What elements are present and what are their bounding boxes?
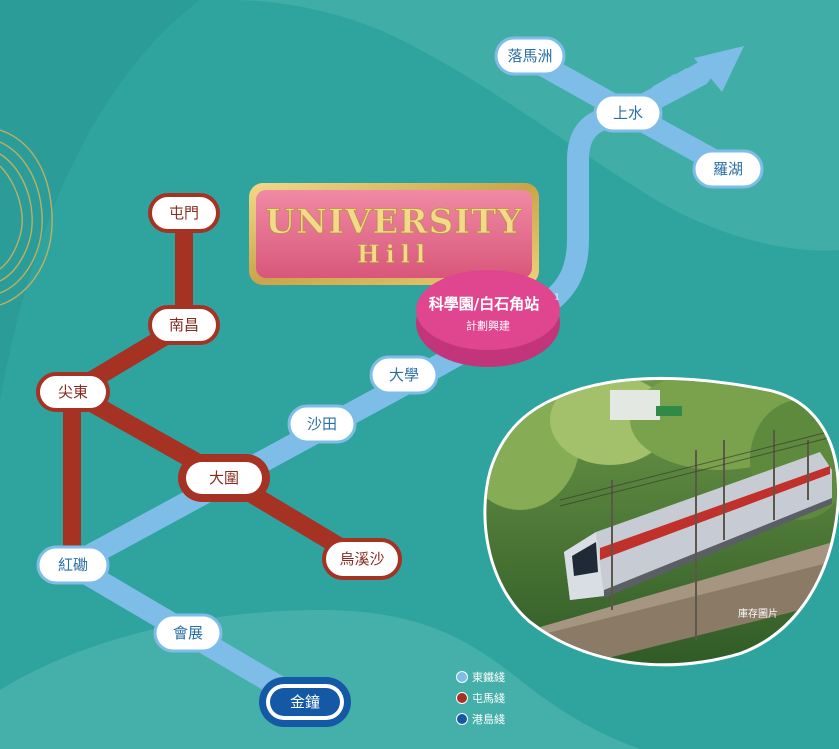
station-admiralty[interactable]: 金鐘 [259, 677, 351, 727]
station-label: 屯門 [169, 204, 199, 222]
legend-label: 港島綫 [472, 712, 505, 726]
logo-line2: Hill [357, 240, 431, 269]
gold-arc-decoration [0, 129, 53, 306]
station-label: 大圍 [209, 469, 239, 487]
line-legend: 東鐵綫 屯馬綫 港島綫 [456, 666, 505, 729]
north-arrow-head [652, 46, 744, 93]
background-wave-left [0, 0, 200, 400]
station-lo-wu[interactable]: 羅湖 [692, 149, 764, 189]
legend-item-east-rail: 東鐵綫 [456, 666, 505, 687]
station-sheung-shui[interactable]: 上水 [593, 93, 663, 133]
legend-item-tuen-ma: 屯馬綫 [456, 687, 505, 708]
new-station-name: 科學園/白石角站 [429, 295, 539, 313]
station-tai-wai[interactable]: 大圍 [178, 454, 270, 502]
station-label: 烏溪沙 [339, 550, 384, 568]
legend-item-island: 港島綫 [456, 708, 505, 729]
station-label: 紅磡 [58, 556, 88, 574]
legend-swatch [456, 691, 468, 704]
station-label: 尖東 [58, 383, 88, 401]
station-label: 南昌 [169, 316, 199, 334]
legend-swatch [456, 712, 468, 725]
legend-swatch [456, 670, 468, 683]
station-label: 大學 [389, 366, 419, 384]
legend-label: 屯馬綫 [472, 691, 505, 705]
station-hung-hom[interactable]: 紅磡 [36, 545, 110, 585]
logo-line1: UNIVERSITY [265, 202, 522, 242]
legend-label: 東鐵綫 [472, 670, 505, 684]
station-label: 落馬洲 [507, 47, 552, 65]
station-tuen-mun[interactable]: 屯門 [148, 193, 220, 233]
station-label: 會展 [173, 624, 203, 642]
station-exhibition-centre[interactable]: 會展 [153, 613, 223, 653]
new-station-superscript: 1 [554, 293, 559, 302]
station-label: 羅湖 [713, 160, 743, 178]
tuen-ma-stations: 屯門 南昌 尖東 大圍 烏溪沙 [36, 193, 402, 580]
station-university[interactable]: 大學 [369, 355, 439, 395]
new-station-badge: 科學園/白石角站 1 計劃興建 [416, 270, 560, 367]
station-label: 金鐘 [290, 693, 320, 711]
east-rail-stations: 落馬洲 上水 羅湖 大學 沙田 紅磡 會展 [36, 36, 764, 653]
station-lok-ma-chau[interactable]: 落馬洲 [494, 36, 566, 76]
station-label: 沙田 [307, 415, 337, 433]
background-wave-top [0, 0, 839, 251]
new-station-note: 計劃興建 [466, 319, 510, 333]
university-hill-logo: UNIVERSITY Hill [249, 183, 539, 285]
train-photo [483, 377, 839, 667]
station-sha-tin[interactable]: 沙田 [287, 404, 357, 444]
station-wu-kai-sha[interactable]: 烏溪沙 [322, 538, 402, 580]
station-nam-cheong[interactable]: 南昌 [148, 305, 220, 345]
station-east-tsim-sha-tsui[interactable]: 尖東 [36, 372, 110, 412]
photo-caption: 庫存圖片 [738, 609, 778, 620]
station-label: 上水 [613, 104, 643, 122]
